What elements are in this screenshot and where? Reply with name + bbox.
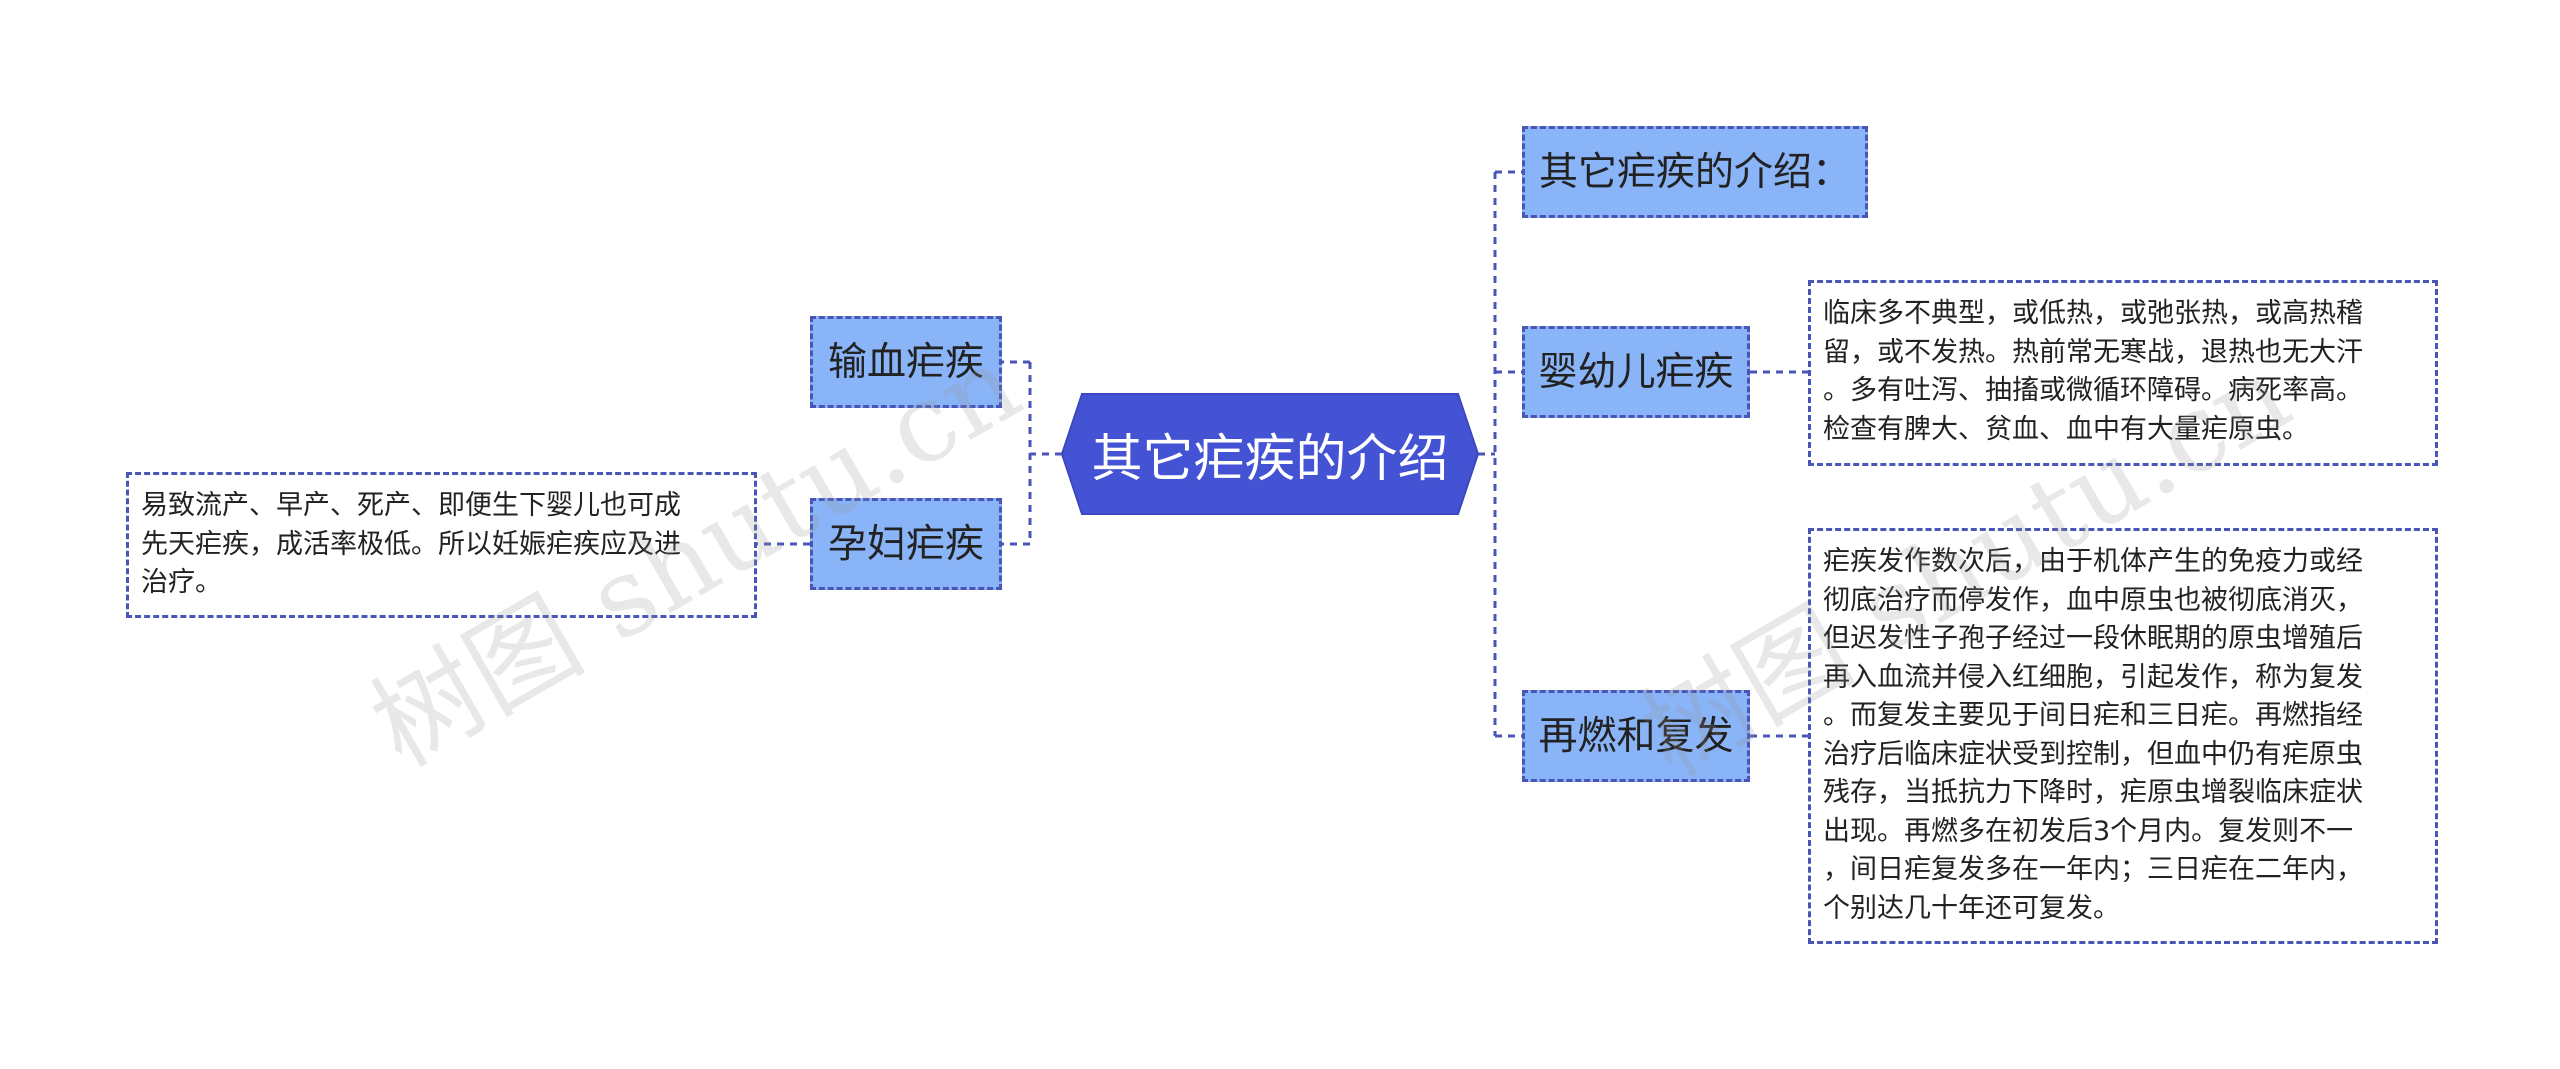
branch-transfusion-malaria[interactable]: 输血疟疾 — [810, 316, 1002, 408]
branch-pregnant-label: 孕妇疟疾 — [827, 521, 984, 567]
note-pregnant-text: 易致流产、早产、死产、即便生下婴儿也可成 先天疟疾，成活率极低。所以妊娠疟疾应及… — [141, 490, 681, 598]
note-infant-malaria[interactable]: 临床多不典型，或低热，或弛张热，或高热稽 留，或不发热。热前常无寒战，退热也无大… — [1808, 280, 2438, 466]
branch-pregnant-malaria[interactable]: 孕妇疟疾 — [810, 498, 1002, 590]
note-relapse[interactable]: 疟疾发作数次后，由于机体产生的免疫力或经 彻底治疗而停发作，血中原虫也被彻底消灭… — [1808, 528, 2438, 944]
root-node[interactable]: 其它疟疾的介绍 — [1060, 394, 1480, 514]
branch-transfusion-label: 输血疟疾 — [827, 339, 984, 385]
branch-infant-malaria[interactable]: 婴幼儿疟疾 — [1522, 326, 1750, 418]
branch-intro[interactable]: 其它疟疾的介绍： — [1522, 126, 1868, 218]
branch-relapse-label: 再燃和复发 — [1538, 713, 1734, 759]
note-relapse-text: 疟疾发作数次后，由于机体产生的免疫力或经 彻底治疗而停发作，血中原虫也被彻底消灭… — [1823, 546, 2363, 924]
branch-infant-label: 婴幼儿疟疾 — [1538, 349, 1734, 395]
branch-relapse[interactable]: 再燃和复发 — [1522, 690, 1750, 782]
root-node-label: 其它疟疾的介绍 — [1091, 430, 1449, 489]
branch-intro-label: 其它疟疾的介绍： — [1538, 149, 1851, 195]
note-pregnant-malaria[interactable]: 易致流产、早产、死产、即便生下婴儿也可成 先天疟疾，成活率极低。所以妊娠疟疾应及… — [126, 472, 757, 618]
note-infant-text: 临床多不典型，或低热，或弛张热，或高热稽 留，或不发热。热前常无寒战，退热也无大… — [1823, 298, 2363, 445]
